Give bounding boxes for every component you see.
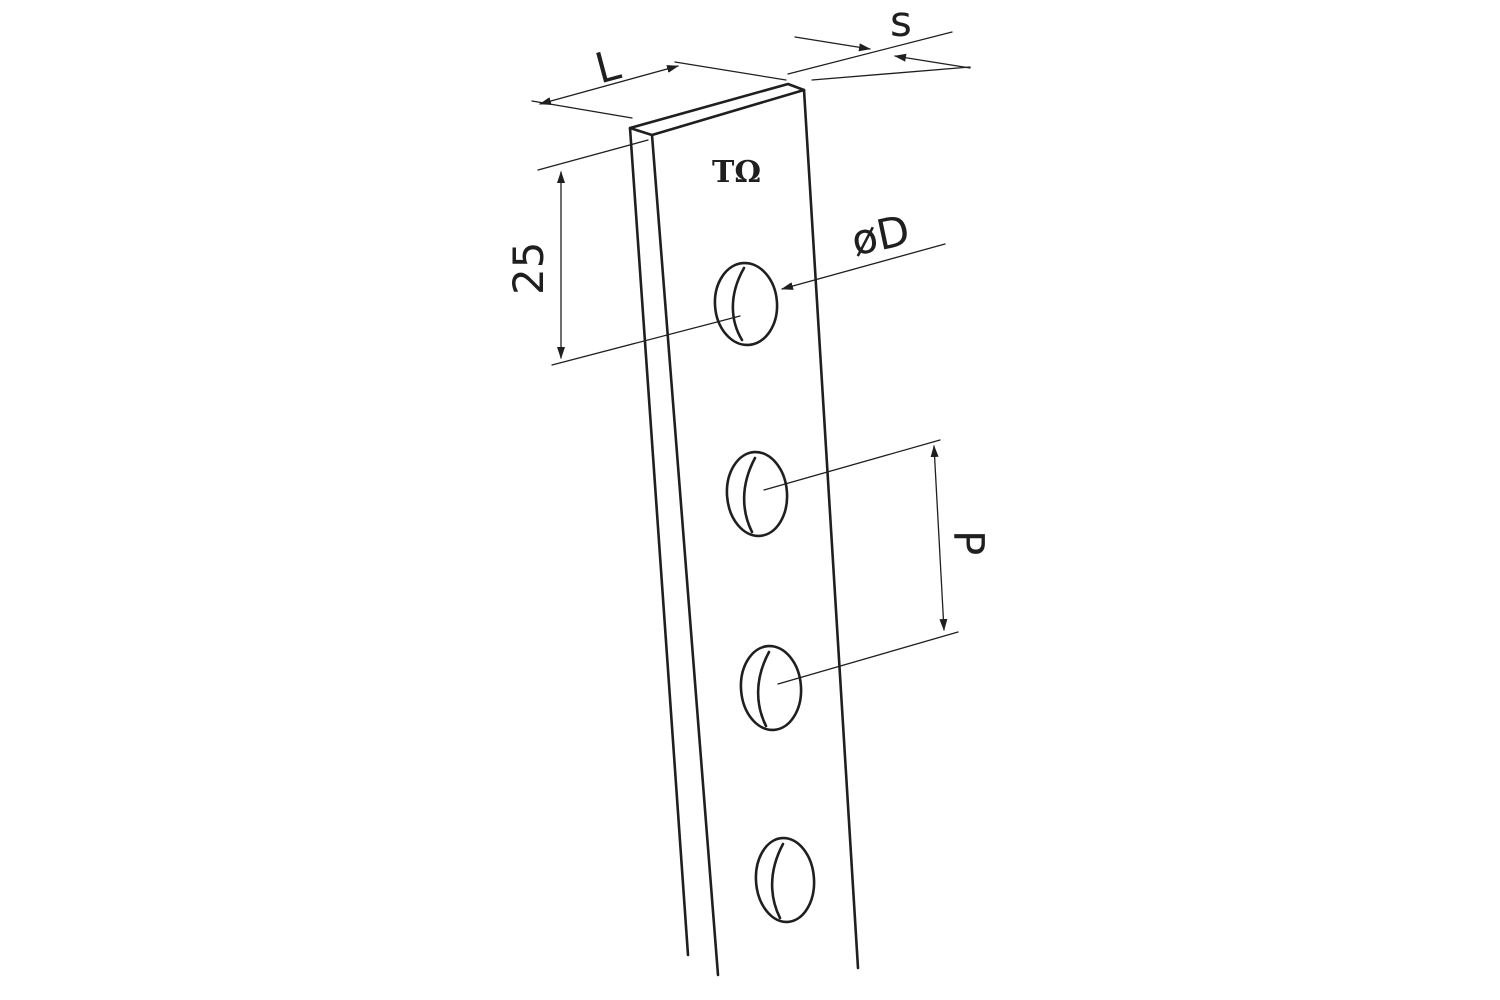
label-thickness: s: [890, 0, 912, 46]
strip-inner-edge: [650, 133, 720, 977]
hole-1: [713, 261, 779, 347]
dimension-pitch: P: [763, 439, 993, 685]
strip-left-edge: [628, 126, 690, 957]
label-hole-diameter: øD: [847, 205, 914, 265]
strip-body: [628, 82, 860, 977]
hole-4: [754, 836, 816, 924]
label-first-hole-offset: 25: [504, 242, 553, 295]
hole-2: [725, 450, 789, 538]
dimension-first-hole-offset: 25: [504, 139, 741, 366]
label-pitch: P: [944, 530, 993, 555]
hole-3: [739, 644, 803, 732]
strip-right-edge: [802, 88, 860, 970]
strip-top-face: [628, 82, 806, 137]
dimension-hole-diameter: øD: [781, 205, 946, 290]
dimension-thickness: s: [787, 0, 971, 81]
logo-mark: TΩ: [712, 155, 761, 190]
label-length: L: [590, 40, 626, 94]
